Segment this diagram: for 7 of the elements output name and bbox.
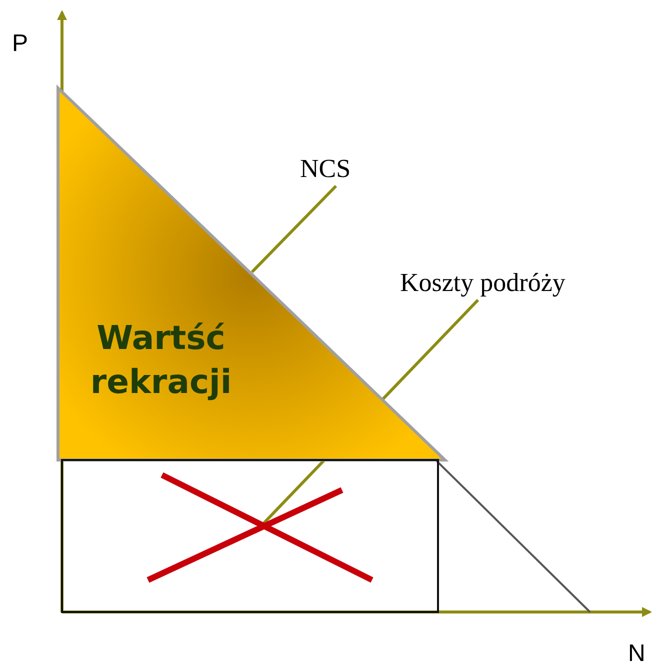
curve-label: NCS <box>300 153 351 185</box>
leader-line <box>250 184 338 274</box>
axis-label: N <box>628 640 646 668</box>
area-box <box>61 459 439 613</box>
area-label: Wartść rekracji <box>89 317 233 403</box>
axis-label: P <box>12 30 28 58</box>
curve-label: Koszty podróży <box>400 267 566 299</box>
